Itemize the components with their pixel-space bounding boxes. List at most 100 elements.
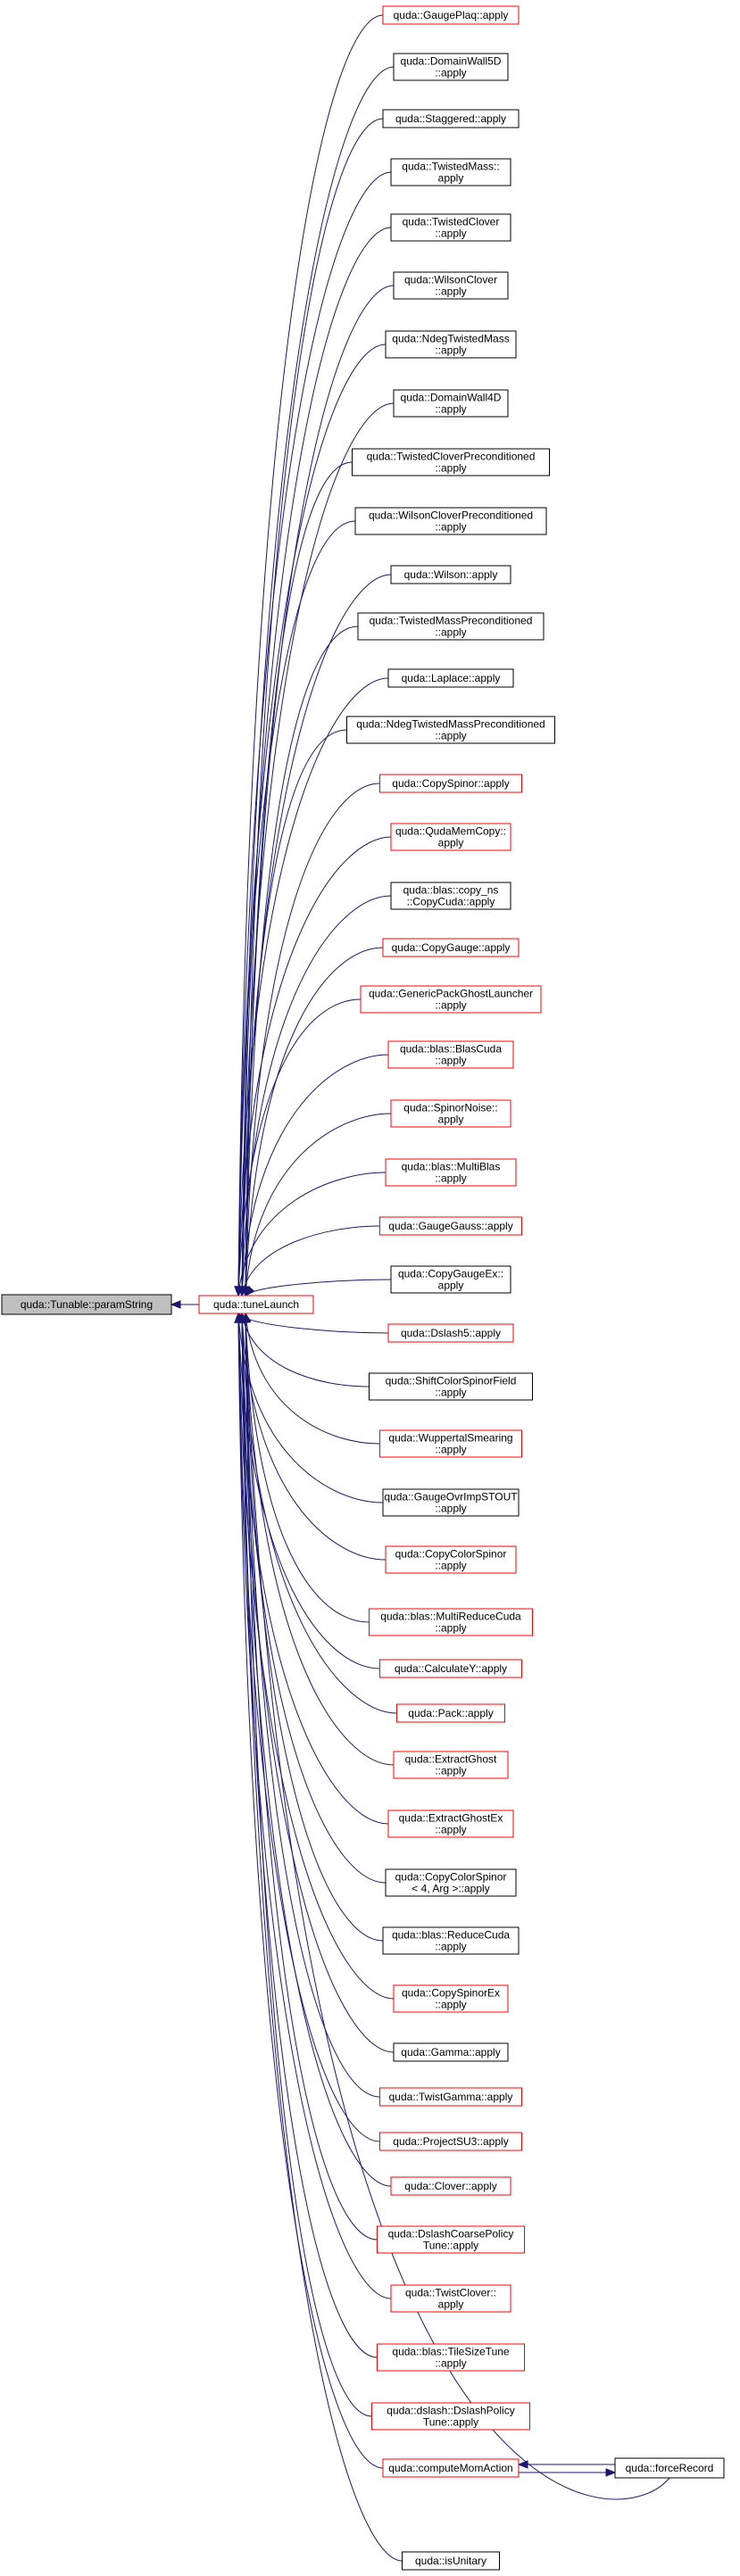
node-quda-blas-multireducecuda-apply[interactable]: quda::blas::MultiReduceCuda::apply [369, 1608, 533, 1636]
node-label: quda::TwistedClover [403, 216, 500, 228]
node-label: quda::TwistClover:: [405, 2287, 496, 2299]
node-label: quda::TwistedCloverPreconditioned [367, 451, 536, 463]
node-label: quda::GaugeGauss::apply [388, 1220, 512, 1232]
node-quda-dslash5-apply[interactable]: quda::Dslash5::apply [387, 1323, 514, 1343]
edge-to-tunelaunch [245, 1313, 370, 1623]
node-label: ::apply [435, 403, 466, 416]
edge-to-tunelaunch [237, 520, 356, 1296]
node-quda-calculatey-apply[interactable]: quda::CalculateY::apply [379, 1659, 522, 1678]
node-label: apply [438, 172, 464, 185]
node-quda-pack-apply[interactable]: quda::Pack::apply [396, 1703, 505, 1723]
edge-to-tunelaunch [245, 1313, 384, 1942]
node-quda-staggered-apply: quda::Staggered::apply [382, 109, 520, 128]
node-label: quda::TwistGamma::apply [389, 2091, 513, 2103]
node-label: quda::blas::ReduceCuda [392, 1929, 510, 1942]
node-quda-wuppertalsmearing-apply[interactable]: quda::WuppertalSmearing::apply [379, 1429, 522, 1458]
node-label: quda::blas::copy_ns [403, 884, 499, 897]
node-quda-copyspinorex-apply[interactable]: quda::CopySpinorEx::apply [393, 1984, 509, 2013]
node-quda-genericpackghostlauncher-apply[interactable]: quda::GenericPackGhostLauncher::apply [360, 985, 542, 1014]
node-label: ::apply [435, 1941, 466, 1953]
edge-to-tunelaunch [245, 1313, 380, 2098]
node-label: quda::ProjectSU3::apply [393, 2135, 508, 2148]
node-quda-twistclover-apply[interactable]: quda::TwistClover::apply [390, 2284, 511, 2313]
edge-to-tunelaunch [241, 1313, 387, 1561]
node-label: quda::SpinorNoise:: [403, 1102, 497, 1114]
node-label: quda::Tunable::paramString [21, 1298, 153, 1311]
node-label: ::apply [435, 1560, 466, 1572]
node-quda-gaugeplaq-apply[interactable]: quda::GaugePlaq::apply [382, 5, 520, 25]
node-box [379, 1659, 522, 1678]
node-box [369, 1372, 533, 1401]
edge-to-tunelaunch [245, 625, 359, 1296]
node-box [379, 2132, 522, 2151]
arrow-head [239, 1285, 248, 1297]
node-quda-tunable-paramstring: quda::Tunable::paramString [1, 1294, 172, 1315]
node-label: apply [438, 1280, 464, 1292]
node-quda-copycolorspinor-apply[interactable]: quda::CopyColorSpinor::apply [385, 1545, 517, 1574]
node-quda-isunitary: quda::isUnitary [402, 2551, 500, 2571]
node-quda-extractghostex-apply[interactable]: quda::ExtractGhostEx::apply [387, 1810, 514, 1838]
node-label: quda::Wilson::apply [404, 568, 498, 581]
node-label: apply [438, 2299, 464, 2311]
node-quda-blas-blascuda-apply[interactable]: quda::blas::BlasCuda::apply [387, 1040, 514, 1069]
node-label: Tune::apply [423, 2416, 478, 2429]
node-quda-blas-multiblas-apply[interactable]: quda::blas::MultiBlas::apply [385, 1158, 517, 1187]
node-box [369, 1608, 533, 1636]
node-box [390, 158, 511, 186]
node-label: quda::TwistedMass:: [402, 161, 499, 173]
node-label: quda::CopyGaugeEx:: [398, 1268, 503, 1280]
edge-to-tunelaunch [245, 461, 353, 1296]
node-box [379, 774, 522, 793]
edge-to-tunelaunch [237, 1313, 384, 1503]
node-quda-qudamemcopy-apply[interactable]: quda::QudaMemCopy::apply [390, 823, 511, 851]
node-quda-extractghost-apply[interactable]: quda::ExtractGhost::apply [393, 1751, 509, 1779]
node-quda-projectsu3-apply[interactable]: quda::ProjectSU3::apply [379, 2132, 522, 2151]
edge-to-tunelaunch [241, 1313, 387, 1884]
node-quda-ndegtwistedmass-apply: quda::NdegTwistedMass::apply [385, 330, 517, 359]
edge-to-tunelaunch [241, 1313, 370, 1387]
node-quda-tunelaunch[interactable]: quda::tuneLaunch [198, 1295, 314, 1314]
node-label: quda::GenericPackGhostLauncher [369, 988, 533, 1000]
node-label: quda::CalculateY::apply [395, 1662, 507, 1675]
nodes-layer: quda::Tunable::paramString quda::tuneLaun… [1, 5, 725, 2571]
arrow-head [517, 2460, 528, 2469]
node-quda-twistedmasspreconditioned-apply: quda::TwistedMassPreconditioned::apply [357, 612, 545, 641]
node-quda-blas-tilesizetune-apply[interactable]: quda::blas::TileSizeTune::apply [377, 2343, 525, 2372]
node-quda-clover-apply[interactable]: quda::Clover::apply [390, 2176, 511, 2196]
node-quda-copycolorspinor-4-arg-apply: quda::CopyColorSpinor< 4, Arg >::apply [385, 1868, 517, 1897]
node-label: quda::Staggered::apply [395, 112, 506, 125]
node-quda-gaugegauss-apply[interactable]: quda::GaugeGauss::apply [379, 1216, 522, 1236]
node-box [393, 2042, 509, 2062]
edge-to-tunelaunch [241, 1313, 395, 2053]
node-label: ::apply [435, 1387, 466, 1399]
node-quda-twistgamma-apply[interactable]: quda::TwistGamma::apply [379, 2087, 522, 2107]
node-quda-gamma-apply: quda::Gamma::apply [393, 2042, 509, 2062]
node-quda-laplace-apply: quda::Laplace::apply [387, 668, 514, 688]
node-quda-copyspinor-apply[interactable]: quda::CopySpinor::apply [379, 774, 522, 793]
edge-to-tunelaunch [245, 1313, 372, 2417]
node-box [396, 1703, 505, 1723]
node-box [382, 2458, 520, 2478]
node-quda-copygauge-apply[interactable]: quda::CopyGauge::apply [382, 938, 520, 957]
node-label: quda::ShiftColorSpinorField [386, 1375, 517, 1387]
node-label: quda::CopyGauge::apply [392, 941, 511, 954]
node-box [385, 1868, 517, 1897]
edges-layer [170, 14, 670, 2562]
node-label: quda::NdegTwistedMass [392, 333, 509, 345]
arrow-head [237, 1312, 246, 1323]
edge-to-tunelaunch [237, 14, 384, 1296]
node-box [387, 1040, 514, 1069]
node-quda-spinornoise-apply[interactable]: quda::SpinorNoise::apply [390, 1099, 511, 1128]
node-label: quda::DomainWall4D [401, 392, 502, 404]
node-quda-blas-copy-ns-copycuda-apply: quda::blas::copy_ns::CopyCuda::apply [390, 882, 511, 910]
node-label: quda::TwistedMassPreconditioned [370, 615, 533, 627]
node-box [390, 1265, 511, 1294]
node-box [390, 823, 511, 851]
node-label: ::apply [435, 67, 466, 79]
node-box [371, 2402, 530, 2431]
node-label: ::apply [435, 1055, 466, 1067]
node-label: quda::ExtractGhost [405, 1753, 497, 1766]
node-quda-computemomaction[interactable]: quda::computeMomAction [382, 2458, 520, 2478]
